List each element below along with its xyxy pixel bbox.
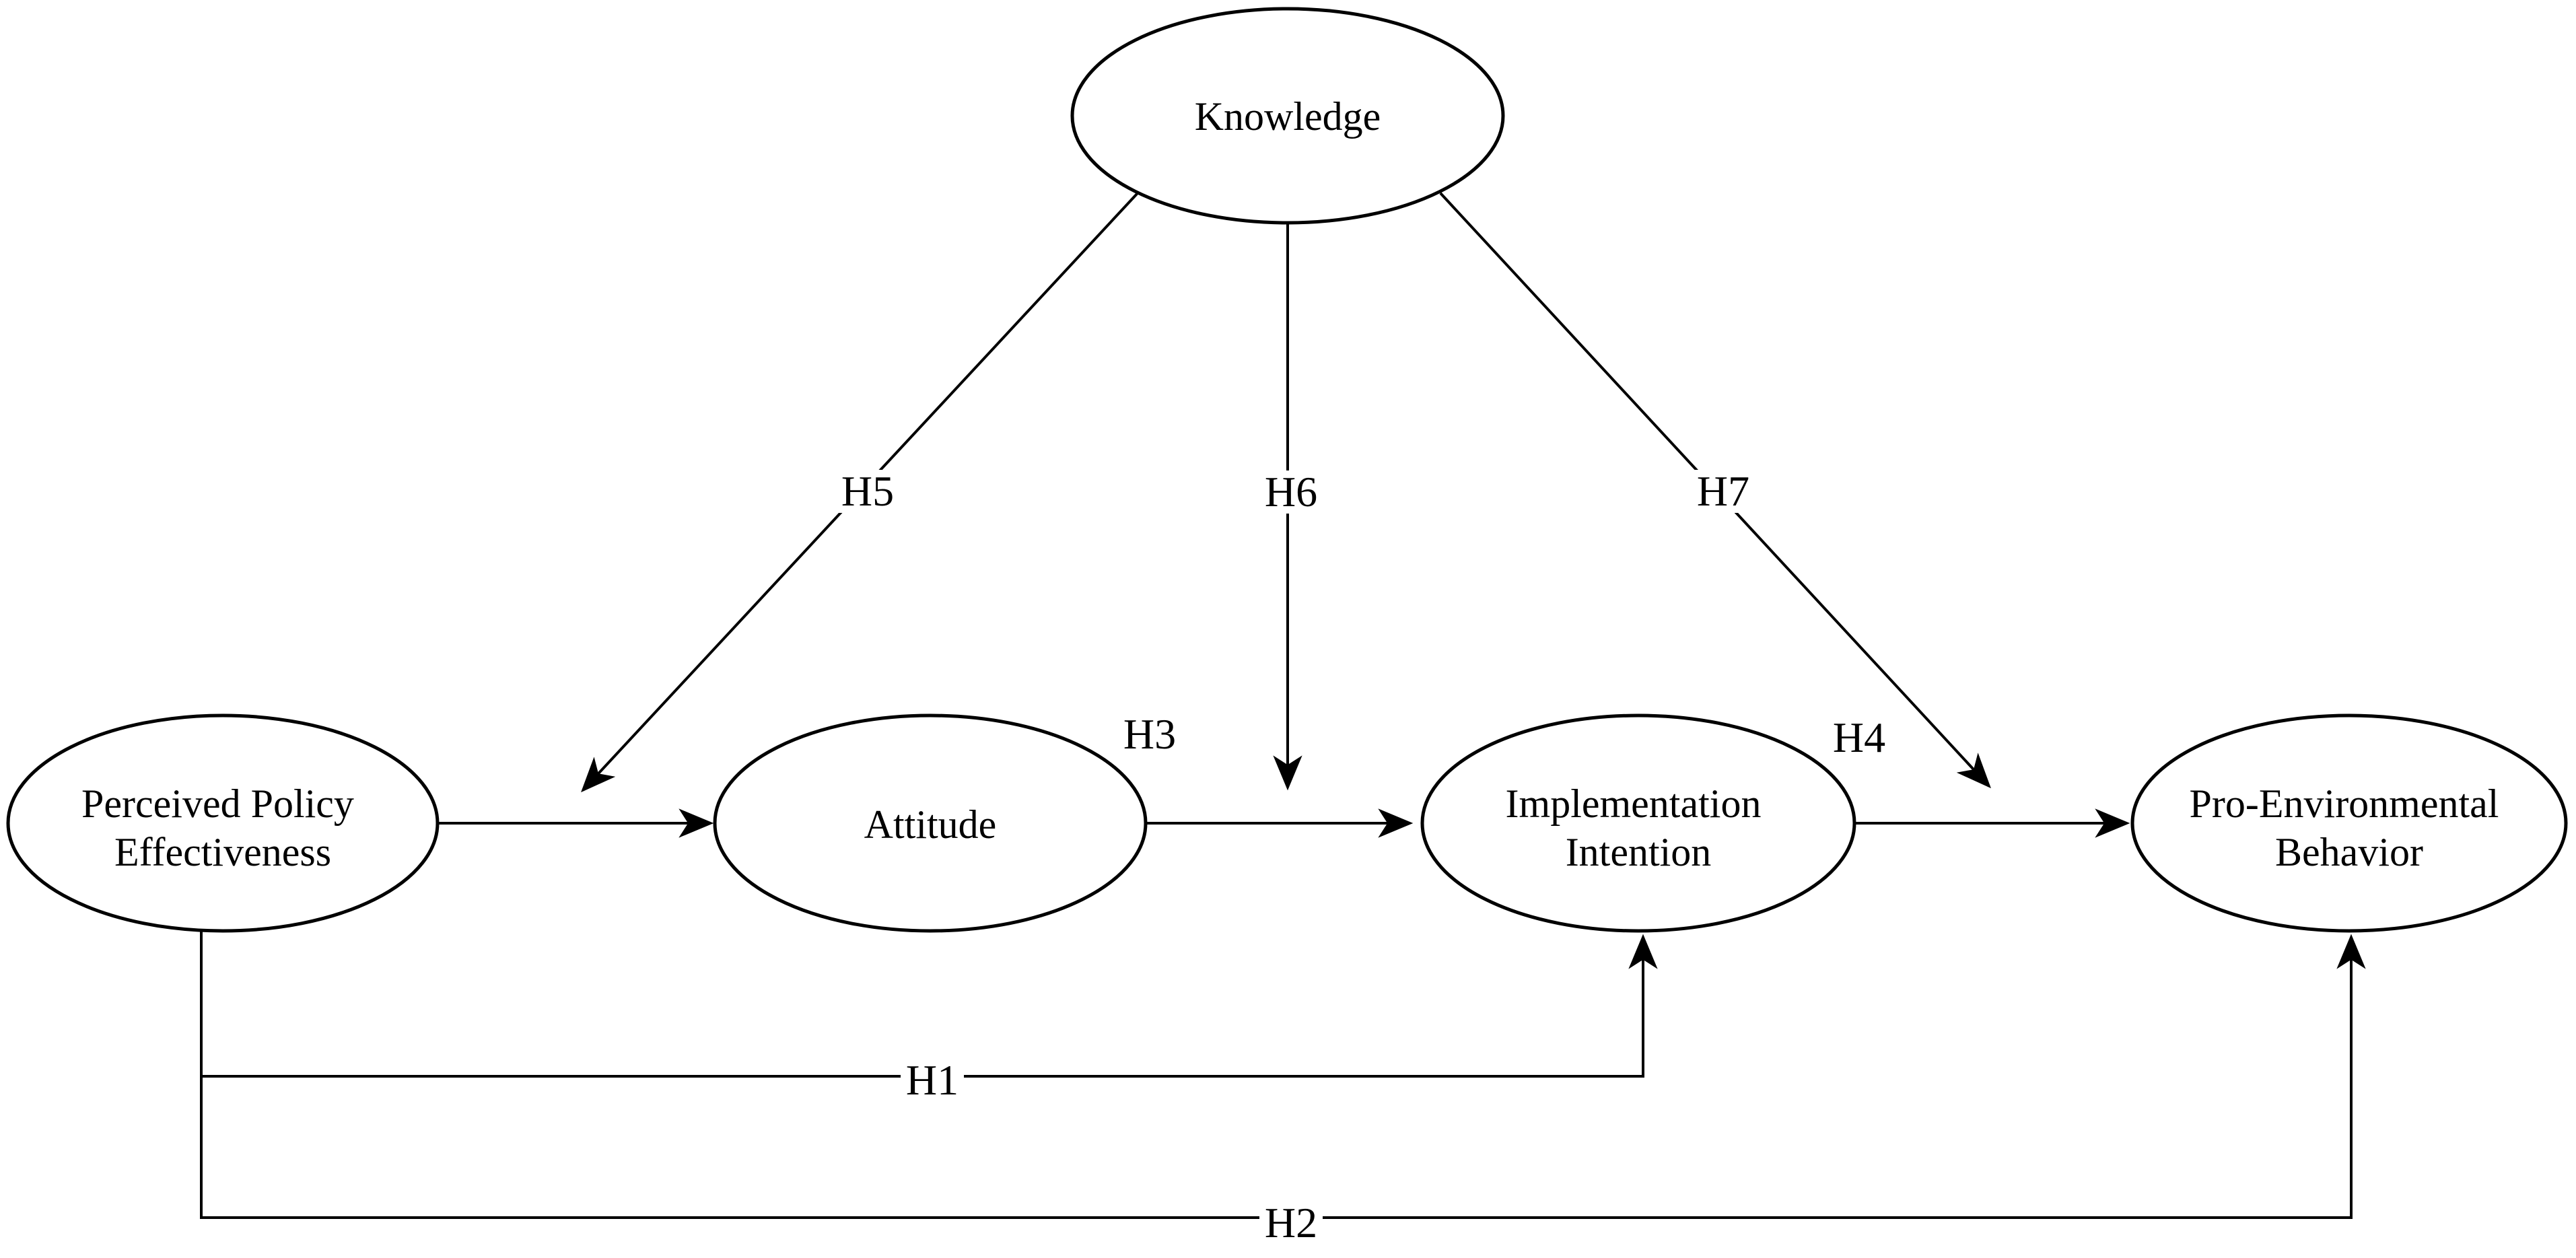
- label-h7-background: [1692, 470, 1755, 513]
- label-h6: H6: [1265, 468, 1317, 516]
- node-pro-environmental-behavior-label: Pro-Environmental Behavior: [2190, 781, 2509, 874]
- node-pro-environmental-behavior-ellipse: [2130, 713, 2568, 933]
- node-peb-label-line2: Behavior: [2275, 830, 2423, 874]
- arrow-h1-ppe-to-implementation: [200, 928, 1658, 1078]
- label-h1-background: [901, 1059, 964, 1102]
- label-h3: H3: [1123, 710, 1176, 758]
- label-h7: H7: [1697, 467, 1749, 515]
- node-perceived-policy-effectiveness-ellipse: [6, 713, 440, 933]
- node-ppe-label-line1: Perceived Policy: [81, 781, 354, 826]
- label-h2-background: [1259, 1201, 1323, 1245]
- node-ii-label-line2: Intention: [1566, 830, 1712, 874]
- node-perceived-policy-effectiveness-label: Perceived Policy Effectiveness: [81, 781, 364, 874]
- node-knowledge-label: Knowledge: [1195, 94, 1381, 139]
- label-h5-background: [836, 470, 899, 513]
- node-ii-label-line1: Implementation: [1506, 781, 1762, 826]
- node-implementation-intention-ellipse: [1420, 713, 1856, 933]
- label-h4: H4: [1833, 713, 1885, 761]
- label-h6-background: [1259, 470, 1323, 514]
- label-h1: H1: [906, 1056, 959, 1104]
- label-h2: H2: [1265, 1199, 1317, 1247]
- node-knowledge-ellipse: [1070, 7, 1505, 225]
- node-attitude-label: Attitude: [864, 802, 997, 847]
- label-h5: H5: [841, 467, 894, 515]
- node-implementation-intention-label: Implementation Intention: [1506, 781, 1772, 874]
- node-peb-label-line1: Pro-Environmental: [2190, 781, 2499, 826]
- node-ppe-label-line2: Effectiveness: [114, 830, 331, 874]
- node-attitude-ellipse: [713, 713, 1148, 933]
